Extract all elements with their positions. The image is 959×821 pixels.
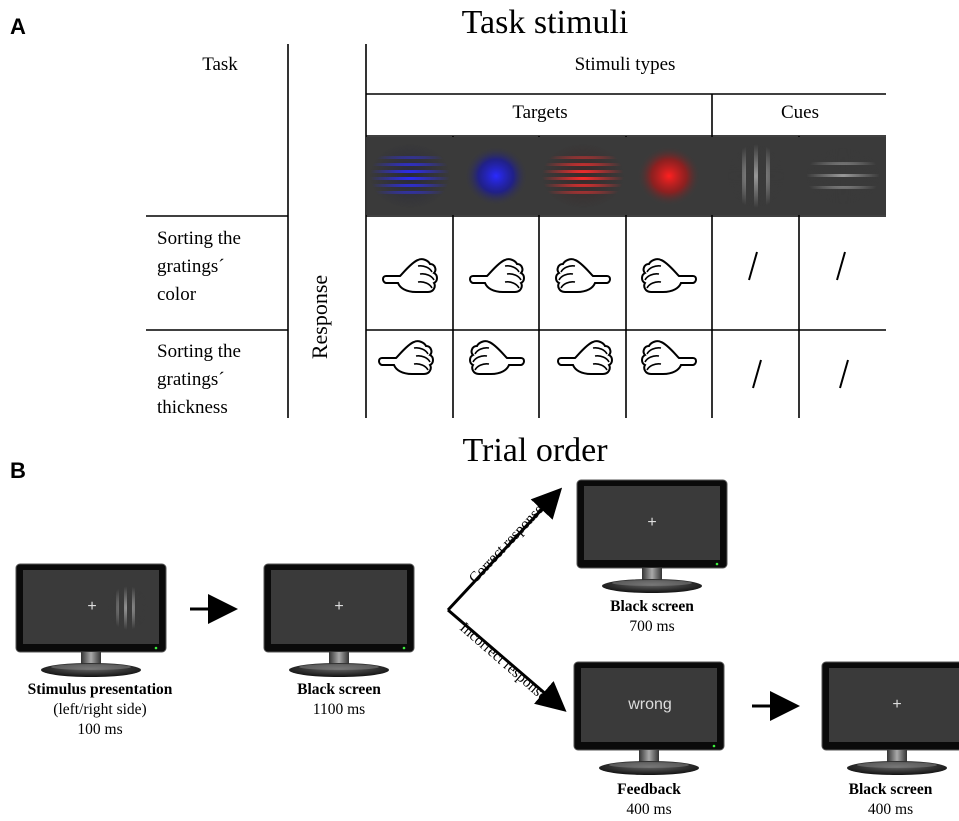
panel-a-title: Task stimuli [461,4,629,41]
thumb-left-icon [557,340,613,375]
thumb-right-icon [642,259,696,292]
flow-arrows [190,487,800,721]
stimuli-types-header: Stimuli types [574,54,676,75]
response-row-thickness [378,340,849,389]
task-row-thickness-line2: gratings´ [157,369,225,390]
screen-fixation-stimulus: + [87,598,97,615]
screen-fixation-black-1: + [334,598,344,615]
stimulus-blue-thin-grating [370,144,450,208]
task-row-thickness: Sorting the gratings´ thickness [157,338,241,422]
panel-b-title: Trial order [462,432,608,469]
slash-icon [839,359,849,389]
stimulus-red-blob [637,146,701,206]
thumb-right-icon [470,341,524,374]
task-row-thickness-line1: Sorting the [157,341,241,362]
task-row-color: Sorting the gratings´ color [157,225,241,309]
slash-icon [752,359,762,389]
response-row-color [382,251,846,293]
task-row-color-line3: color [157,284,197,305]
caption-stimulus-line2: 100 ms [77,721,123,738]
screen-feedback-wrong: wrong [628,696,672,713]
panel-b-letter: B [10,458,26,483]
slash-icon [836,251,846,281]
monitor-feedback [573,661,725,776]
caption-feedback-title: Feedback [617,781,681,798]
task-header: Task [202,54,238,75]
caption-black-2-title: Black screen [610,598,694,615]
stimulus-cue-vertical-grating [728,144,784,208]
thumb-left-icon [378,340,434,375]
targets-header: Targets [512,102,568,123]
stimulus-blue-blob [464,146,528,206]
task-row-thickness-line3: thickness [157,397,228,418]
monitor-stimulus-cue [108,586,148,630]
screen-fixation-black-2: + [647,514,657,531]
caption-feedback-line1: 400 ms [626,801,672,818]
thumb-right-icon [642,341,696,374]
task-row-color-line2: gratings´ [157,256,225,277]
caption-black-3-title: Black screen [848,781,933,798]
monitor-black-3 [821,661,959,776]
thumb-left-icon [382,258,438,293]
stimulus-red-thin-grating [542,144,624,208]
arrow-incorrect [447,608,567,712]
caption-black-2-line1: 700 ms [629,618,675,635]
caption-black-1-line1: 1100 ms [312,701,366,718]
caption-black-3: Black screen 400 ms [822,780,959,820]
stimuli-strip [367,137,886,215]
caption-feedback: Feedback 400 ms [574,780,724,820]
screen-fixation-black-3: + [892,696,902,713]
caption-stimulus-title: Stimulus presentation [27,681,173,698]
stimulus-cue-horizontal-grating [806,148,880,204]
caption-black-1-title: Black screen [297,681,381,698]
task-row-color-line1: Sorting the [157,228,241,249]
panel-a-letter: A [10,14,26,39]
caption-black-2: Black screen 700 ms [577,597,727,637]
arrow-correct [446,487,563,612]
caption-black-3-line1: 400 ms [867,801,914,818]
monitor-black-1 [263,563,415,678]
thumb-left-icon [469,258,525,293]
caption-stimulus: Stimulus presentation (left/right side) … [0,680,200,740]
caption-black-1: Black screen 1100 ms [264,680,414,720]
thumb-right-icon [556,259,610,292]
slash-icon [748,251,758,281]
caption-stimulus-line1: (left/right side) [53,701,147,718]
cues-header: Cues [781,102,819,123]
monitor-black-2 [576,479,728,594]
